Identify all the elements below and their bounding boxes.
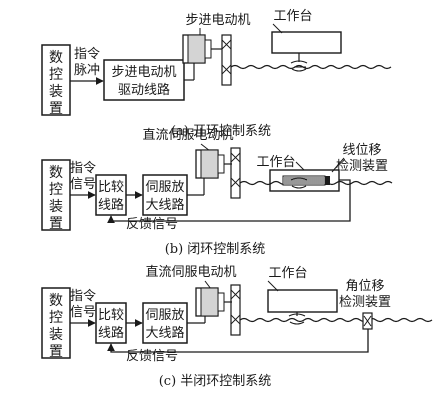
command-signal-label-2: 信号 [70, 177, 96, 192]
worktable-label: 工作台 [256, 155, 295, 170]
amplifier-label-2: 大线路 [145, 197, 184, 213]
gear-pair-icon [230, 284, 241, 336]
cnc-label-3: 装 [49, 84, 63, 100]
cnc-label-4: 置 [49, 101, 63, 117]
amplifier-label-2: 大线路 [145, 325, 184, 341]
dc-servo-motor-icon [195, 287, 232, 317]
driver-label-2: 驱动线路 [118, 82, 170, 98]
gear-pair-icon [221, 34, 232, 86]
comparator-label-1: 比较 [98, 180, 124, 195]
panel-b-closed-loop: 数 控 装 置 指令 信号 比较 线路 伺服放 大线路 直流伺服电动机 [41, 128, 393, 257]
worktable-label: 工作台 [273, 9, 312, 24]
feedback-path [107, 329, 369, 353]
worktable-icon [271, 31, 342, 54]
angular-sensor-label-1: 角位移 [345, 279, 384, 294]
stepper-motor-label: 步进电动机 [185, 13, 250, 28]
sensor-leader [331, 157, 345, 173]
command-signal-label-2: 信号 [70, 305, 96, 320]
panel-c-semi-closed-loop: 数 控 装 置 指令 信号 比较 线路 伺服放 大线路 直流伺服电动机 [41, 265, 433, 389]
comparator-label-2: 线路 [98, 325, 124, 341]
driver-label-1: 步进电动机 [111, 65, 176, 80]
command-signal-label-1: 指令 [70, 289, 96, 304]
feedback-signal-label: 反馈信号 [126, 349, 178, 364]
cnc-label-3: 装 [49, 327, 63, 343]
command-signal-label-2: 脉冲 [74, 63, 100, 78]
gear-pair-icon [230, 147, 241, 199]
cnc-label-2: 控 [49, 182, 63, 198]
cnc-label-1: 数 [49, 293, 63, 309]
command-signal-label-1: 指令 [70, 161, 96, 176]
dc-servo-motor-label: 直流伺服电动机 [145, 265, 236, 280]
comparator-label-2: 线路 [98, 197, 124, 213]
caption-c: (c) 半闭环控制系统 [159, 374, 272, 389]
angular-encoder-icon [362, 312, 373, 330]
dc-servo-motor-icon [195, 149, 232, 179]
cnc-label-4: 置 [49, 216, 63, 232]
cnc-label-1: 数 [49, 50, 63, 66]
dc-servo-motor-label: 直流伺服电动机 [142, 128, 233, 143]
feedback-path [107, 179, 351, 224]
worktable-leader [295, 161, 305, 171]
worktable-icon [267, 289, 338, 313]
amplifier-label-1: 伺服放 [145, 180, 184, 195]
stepper-motor-icon [182, 34, 222, 64]
nut-icon [290, 177, 308, 189]
cnc-label-1: 数 [49, 165, 63, 181]
cnc-label-2: 控 [49, 310, 63, 326]
cnc-label-4: 置 [49, 344, 63, 360]
cnc-box [41, 44, 71, 116]
linear-sensor-label-2: 检测装置 [336, 159, 388, 174]
linear-scale-icon [282, 175, 330, 186]
cnc-label-3: 装 [49, 199, 63, 215]
lead-screw-icon [230, 64, 392, 70]
panel-a-open-loop: 数 控 装 置 指令 脉冲 步进电动机 驱动线路 步进电动机 [41, 9, 392, 139]
caption-b: (b) 闭环控制系统 [165, 242, 266, 257]
amplifier-label-1: 伺服放 [145, 308, 184, 323]
command-signal-label-1: 指令 [74, 47, 100, 62]
lead-screw-icon [239, 317, 433, 323]
linear-sensor-label-1: 线位移 [342, 143, 381, 158]
nut-icon [290, 53, 308, 72]
caption-a: (a) 开环控制系统 [171, 124, 271, 139]
feedback-signal-label: 反馈信号 [126, 217, 178, 232]
comparator-label-1: 比较 [98, 308, 124, 323]
cnc-label-2: 控 [49, 67, 63, 83]
nut-icon [288, 312, 306, 325]
worktable-label: 工作台 [268, 266, 307, 281]
angular-sensor-label-2: 检测装置 [339, 295, 391, 310]
